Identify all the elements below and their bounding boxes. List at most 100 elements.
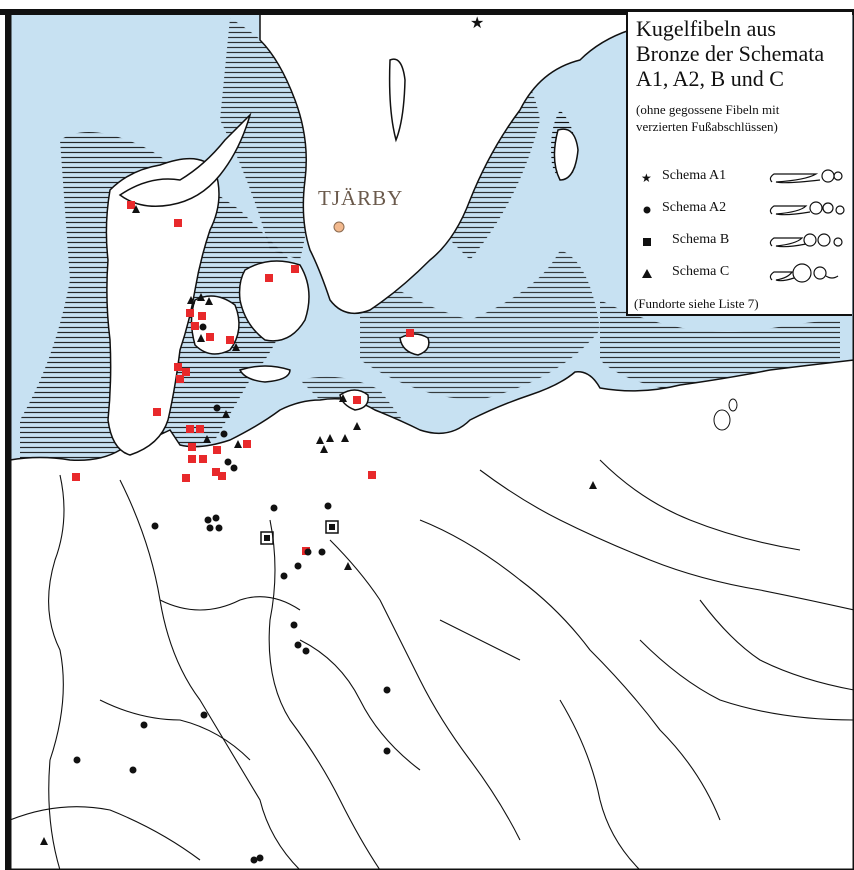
find-triangle[interactable] [187, 296, 195, 304]
find-marker[interactable] [265, 274, 273, 282]
finds-red-markers[interactable] [72, 201, 414, 555]
find-marker[interactable] [176, 375, 184, 383]
find-marker[interactable] [243, 440, 251, 448]
fibula-b-icon [769, 233, 843, 248]
find-triangle[interactable] [232, 343, 240, 351]
finds-schema-b[interactable] [260, 520, 339, 545]
find-circle[interactable] [199, 323, 207, 331]
legend-title: Kugelfibeln aus Bronze der Schemata A1, … [636, 16, 825, 91]
find-marker[interactable] [368, 471, 376, 479]
find-circle[interactable] [204, 516, 212, 524]
vendsyssel [118, 112, 252, 207]
find-circle[interactable] [294, 641, 302, 649]
find-triangle[interactable] [320, 445, 328, 453]
find-circle[interactable] [212, 514, 220, 522]
find-marker[interactable] [206, 333, 214, 341]
find-circle[interactable] [220, 430, 228, 438]
find-circle[interactable] [224, 458, 232, 466]
bornholm [399, 333, 430, 356]
legend-label-a2: Schema A2 [662, 200, 727, 215]
find-square[interactable] [325, 520, 339, 534]
find-circle[interactable] [290, 621, 298, 629]
find-marker[interactable] [406, 329, 414, 337]
find-triangle[interactable] [203, 435, 211, 443]
find-circle[interactable] [140, 721, 148, 729]
find-marker[interactable] [218, 472, 226, 480]
find-triangle[interactable] [40, 837, 48, 845]
find-circle[interactable] [213, 404, 221, 412]
find-triangle[interactable] [222, 410, 230, 418]
find-star[interactable]: ★ [470, 13, 484, 32]
legend-row-c: Schema C [636, 260, 850, 288]
find-triangle[interactable] [353, 422, 361, 430]
find-circle[interactable] [230, 464, 238, 472]
find-triangle[interactable] [234, 440, 242, 448]
find-marker[interactable] [127, 201, 135, 209]
find-marker[interactable] [186, 309, 194, 317]
find-triangle[interactable] [589, 481, 597, 489]
find-triangle[interactable] [344, 562, 352, 570]
find-triangle[interactable] [316, 436, 324, 444]
find-circle[interactable] [200, 711, 208, 719]
square-icon [643, 238, 651, 246]
find-circle[interactable] [383, 747, 391, 755]
star-icon: ★ [641, 171, 652, 184]
svg-text:★: ★ [641, 171, 652, 184]
find-circle[interactable] [270, 504, 278, 512]
circle-icon [643, 206, 651, 214]
find-marker[interactable] [212, 468, 220, 476]
find-square[interactable] [260, 531, 274, 545]
triangle-icon [642, 269, 652, 278]
find-circle[interactable] [280, 572, 288, 580]
find-marker[interactable] [72, 473, 80, 481]
find-marker[interactable] [174, 219, 182, 227]
find-marker[interactable] [291, 265, 299, 273]
find-triangle[interactable] [339, 394, 347, 402]
find-square[interactable] [329, 524, 335, 530]
find-marker[interactable] [196, 425, 204, 433]
find-marker[interactable] [174, 363, 182, 371]
legend-label-c: Schema C [672, 264, 730, 279]
find-marker[interactable] [199, 455, 207, 463]
find-marker[interactable] [188, 443, 196, 451]
find-circle[interactable] [151, 522, 159, 530]
find-triangle[interactable] [197, 293, 205, 301]
find-circle[interactable] [383, 686, 391, 694]
find-marker[interactable] [226, 336, 234, 344]
find-circle[interactable] [215, 524, 223, 532]
finds-schema-a2[interactable] [73, 323, 391, 864]
find-marker[interactable] [153, 408, 161, 416]
find-circle[interactable] [206, 524, 214, 532]
find-marker[interactable] [188, 455, 196, 463]
legend-note: (ohne gegossene Fibeln mit verzierten Fu… [636, 102, 780, 134]
find-square[interactable] [264, 535, 270, 541]
find-marker[interactable] [182, 368, 190, 376]
legend-footer: (Fundorte siehe Liste 7) [634, 296, 759, 311]
fibula-a2-icon [769, 201, 845, 216]
find-triangle[interactable] [341, 434, 349, 442]
find-marker[interactable] [353, 396, 361, 404]
find-triangle[interactable] [197, 334, 205, 342]
find-circle[interactable] [129, 766, 137, 774]
find-marker[interactable] [213, 446, 221, 454]
find-marker[interactable] [186, 425, 194, 433]
find-circle[interactable] [304, 548, 312, 556]
tjarby-marker[interactable] [333, 221, 345, 233]
find-triangle[interactable] [326, 434, 334, 442]
rivers [9, 459, 854, 870]
find-marker[interactable] [198, 312, 206, 320]
finds-schema-c[interactable] [40, 205, 597, 845]
find-marker[interactable] [182, 474, 190, 482]
find-circle[interactable] [324, 502, 332, 510]
find-circle[interactable] [73, 756, 81, 764]
find-circle[interactable] [256, 854, 264, 862]
find-marker[interactable] [191, 322, 199, 330]
find-circle[interactable] [294, 562, 302, 570]
legend-row-a1: ★ Schema A1 [636, 164, 850, 192]
find-triangle[interactable] [205, 297, 213, 305]
find-circle[interactable] [250, 856, 258, 864]
find-circle[interactable] [318, 548, 326, 556]
fibula-c-icon [769, 263, 839, 283]
find-circle[interactable] [302, 647, 310, 655]
find-triangle[interactable] [132, 205, 140, 213]
